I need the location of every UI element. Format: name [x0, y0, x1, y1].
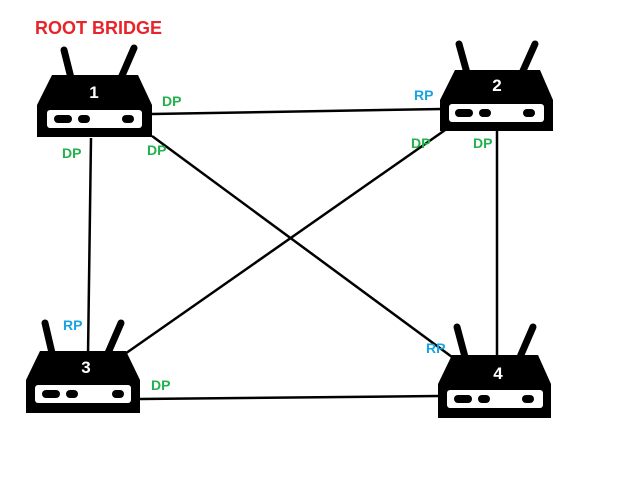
router-panel — [449, 104, 544, 122]
switch-number: 3 — [81, 358, 90, 377]
switch-2: 2 — [440, 40, 553, 131]
link-1-2 — [151, 107, 443, 116]
port-label-sw1-to-sw4: DP — [147, 142, 166, 158]
port-leds — [455, 109, 535, 117]
port-leds — [454, 395, 534, 403]
antenna-icon — [455, 40, 539, 77]
switch-4: 4 — [438, 323, 551, 418]
links — [86, 107, 499, 401]
switch-1: 1 — [37, 44, 152, 137]
link-3-4 — [139, 394, 439, 401]
port-leds — [42, 390, 124, 398]
antenna-icon — [41, 319, 125, 357]
switch-number: 4 — [493, 364, 503, 383]
router-panel — [35, 385, 131, 403]
port-label-sw3-to-sw1: RP — [63, 317, 82, 333]
antenna-icon — [60, 44, 138, 82]
port-leds — [54, 115, 134, 123]
port-label-sw1-to-sw3: DP — [62, 145, 81, 161]
switch-number: 2 — [492, 76, 501, 95]
router-panel — [47, 110, 142, 128]
port-label-sw2-to-sw4: DP — [473, 135, 492, 151]
port-label-sw2-to-sw1: RP — [414, 87, 433, 103]
link-2-3 — [121, 126, 449, 358]
antenna-icon — [453, 323, 537, 361]
port-label-sw1-to-sw2: DP — [162, 93, 181, 109]
switch-3: 3 — [26, 319, 140, 413]
router-panel — [447, 390, 543, 408]
link-1-3 — [86, 137, 93, 356]
link-1-4 — [151, 134, 453, 359]
port-label-sw2-to-sw3: DP — [411, 135, 430, 151]
port-label-sw4-to-sw1: RP — [426, 340, 445, 356]
port-labels: DP DP DP RP DP DP RP DP RP — [62, 87, 492, 393]
switch-number: 1 — [89, 83, 98, 102]
port-label-sw3-to-sw4: DP — [151, 377, 170, 393]
root-bridge-title: ROOT BRIDGE — [35, 18, 162, 38]
